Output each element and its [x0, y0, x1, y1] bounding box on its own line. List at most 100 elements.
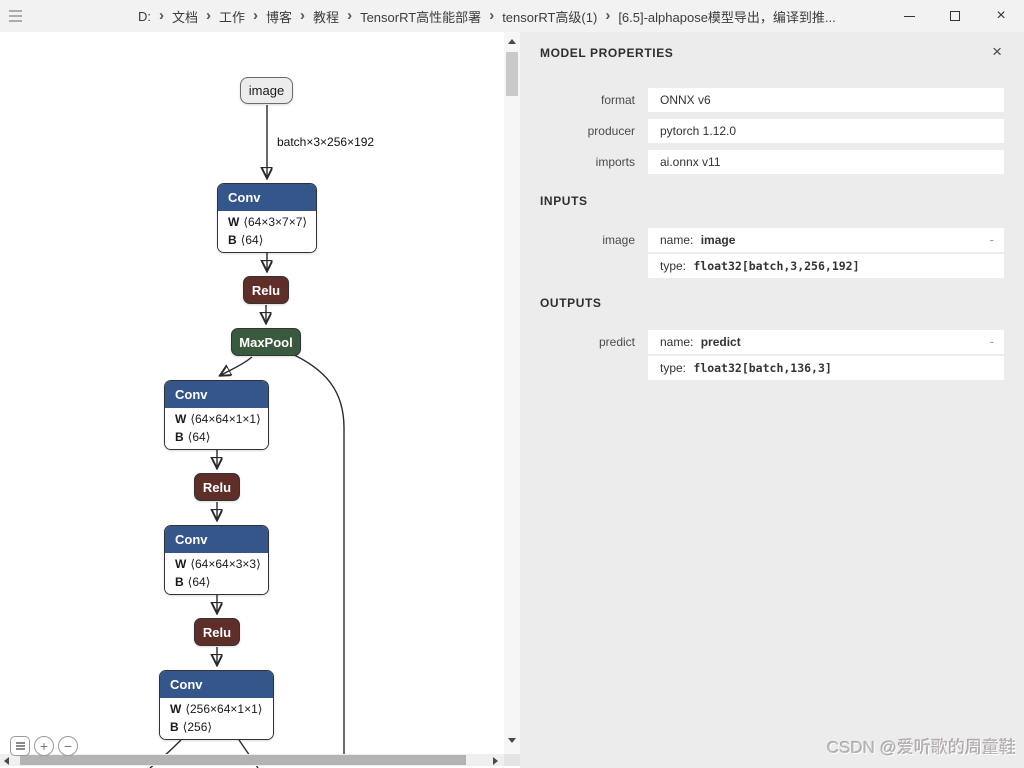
breadcrumb-item[interactable]: 工作 [219, 9, 246, 25]
graph-canvas[interactable]: batch×3×256×192 image Conv W⟨64×3×7×7⟩ B… [0, 32, 520, 768]
node-type-label[interactable]: Conv [218, 184, 316, 211]
scrollbar-corner [504, 754, 520, 766]
node-conv1[interactable]: Conv W⟨64×3×7×7⟩ B⟨64⟩ [217, 183, 317, 253]
chevron-right-icon: › [489, 6, 495, 24]
node-type-label: Relu [251, 282, 281, 298]
close-button[interactable]: × [978, 0, 1024, 32]
node-conv2[interactable]: Conv W⟨64×64×1×1⟩ B⟨64⟩ [164, 380, 269, 450]
model-properties-panel: MODEL PROPERTIES × format ONNX v6 produc… [520, 32, 1024, 768]
edge [221, 356, 253, 375]
property-label: imports [595, 155, 635, 169]
vertical-scrollbar[interactable] [504, 32, 520, 754]
node-maxpool[interactable]: MaxPool [231, 328, 301, 356]
param-value: ⟨64×3×7×7⟩ [243, 215, 308, 229]
chevron-right-icon: › [300, 6, 306, 24]
input-type-row: type: float32[batch,3,256,192] [648, 254, 1004, 278]
type-key: type: [660, 361, 687, 375]
property-value: pytorch 1.12.0 [648, 119, 1004, 143]
breadcrumb-item[interactable]: tensorRT高级(1) [502, 9, 598, 25]
panel-close-icon[interactable]: × [992, 42, 1002, 61]
input-type-value: float32[batch,3,256,192] [693, 259, 860, 273]
breadcrumb: D: › 文档 › 工作 › 博客 › 教程 › TensorRT高性能部署 ›… [138, 0, 836, 32]
node-conv4[interactable]: Conv W⟨256×64×1×1⟩ B⟨256⟩ [159, 670, 274, 740]
node-type-label: MaxPool [239, 334, 293, 350]
input-label: image [602, 233, 635, 247]
node-conv3[interactable]: Conv W⟨64×64×3×3⟩ B⟨64⟩ [164, 525, 269, 595]
param-name: B [175, 575, 184, 589]
type-key: type: [660, 259, 687, 273]
property-value: ai.onnx v11 [648, 150, 1004, 174]
horizontal-scrollbar[interactable] [0, 754, 504, 766]
param-name: W [228, 215, 240, 229]
param-value: ⟨64⟩ [187, 575, 211, 589]
output-type-value: float32[batch,136,3] [693, 361, 832, 375]
param-name: W [170, 702, 182, 716]
chevron-right-icon: › [253, 6, 259, 24]
plus-icon: + [39, 738, 49, 754]
chevron-right-icon: › [206, 6, 212, 24]
input-node-label: image [248, 83, 285, 98]
param-value: ⟨256⟩ [182, 720, 213, 734]
input-name-value: image [700, 233, 736, 247]
node-params: W⟨256×64×1×1⟩ B⟨256⟩ [160, 698, 273, 739]
param-value: ⟨256×64×1×1⟩ [185, 702, 263, 716]
breadcrumb-item-current[interactable]: [6.5]-alphapose模型导出，编译到推... [618, 9, 836, 25]
output-type-row: type: float32[batch,136,3] [648, 356, 1004, 380]
param-name: W [175, 412, 187, 426]
input-name-row: name: image - [648, 228, 1004, 252]
inputs-section-title: INPUTS [540, 194, 588, 208]
graph-toolbar: + − [10, 736, 82, 756]
edge-skip-connection [289, 352, 345, 762]
window-controls: × [886, 0, 1024, 32]
node-params: W⟨64×3×7×7⟩ B⟨64⟩ [218, 211, 316, 252]
expander-toggle[interactable]: - [989, 334, 994, 349]
input-node-image[interactable]: image [240, 77, 293, 104]
breadcrumb-item[interactable]: 教程 [313, 9, 340, 25]
node-relu1[interactable]: Relu [243, 276, 289, 304]
output-name-value: predict [700, 335, 741, 349]
maximize-button[interactable] [932, 0, 978, 32]
param-value: ⟨64⟩ [187, 430, 211, 444]
scroll-right-icon[interactable] [493, 757, 498, 765]
breadcrumb-item[interactable]: TensorRT高性能部署 [360, 9, 482, 25]
chevron-right-icon: › [605, 6, 611, 24]
node-relu2[interactable]: Relu [194, 473, 240, 501]
scroll-down-icon[interactable] [508, 738, 516, 743]
zoom-in-button[interactable]: + [34, 736, 54, 756]
menu-icon[interactable] [9, 10, 23, 22]
param-value: ⟨64×64×1×1⟩ [190, 412, 261, 426]
zoom-out-button[interactable]: − [58, 736, 78, 756]
chevron-right-icon: › [159, 6, 164, 24]
param-value: ⟨64⟩ [240, 233, 264, 247]
minimize-icon [903, 15, 915, 17]
property-value: ONNX v6 [648, 88, 1004, 112]
maximize-icon [950, 11, 960, 21]
chevron-right-icon: › [347, 6, 353, 24]
param-name: B [170, 720, 179, 734]
scroll-up-icon[interactable] [508, 39, 516, 44]
expander-toggle[interactable]: - [989, 232, 994, 247]
node-params: W⟨64×64×1×1⟩ B⟨64⟩ [165, 408, 268, 449]
output-label: predict [598, 335, 635, 349]
sidebar-toggle-button[interactable] [10, 736, 30, 756]
param-value: ⟨64×64×3×3⟩ [190, 557, 261, 571]
list-icon [15, 741, 25, 751]
scroll-left-icon[interactable] [4, 757, 9, 765]
node-type-label[interactable]: Conv [165, 526, 268, 553]
node-relu3[interactable]: Relu [194, 618, 240, 646]
breadcrumb-item[interactable]: D: [138, 8, 151, 24]
horizontal-scrollbar-thumb[interactable] [20, 755, 466, 765]
name-key: name: [660, 233, 694, 247]
breadcrumb-item[interactable]: 文档 [172, 9, 199, 25]
minus-icon: − [63, 738, 73, 754]
output-name-row: name: predict - [648, 330, 1004, 354]
breadcrumb-item[interactable]: 博客 [266, 9, 293, 25]
param-name: B [175, 430, 184, 444]
node-type-label[interactable]: Conv [160, 671, 273, 698]
minimize-button[interactable] [886, 0, 932, 32]
vertical-scrollbar-thumb[interactable] [506, 52, 518, 96]
node-type-label[interactable]: Conv [165, 381, 268, 408]
param-name: W [175, 557, 187, 571]
node-params: W⟨64×64×3×3⟩ B⟨64⟩ [165, 553, 268, 594]
node-type-label: Relu [202, 624, 232, 640]
